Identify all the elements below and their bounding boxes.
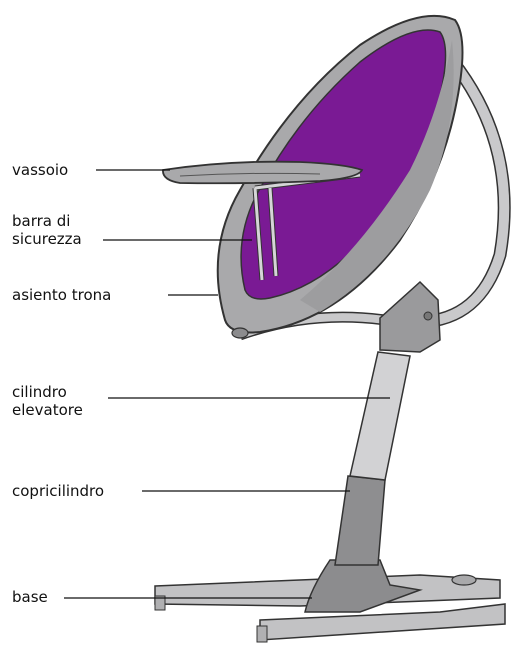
- label-barra-line1: barra di: [12, 212, 70, 230]
- label-vassoio: vassoio: [12, 161, 68, 179]
- label-copricilindro: copricilindro: [12, 482, 104, 500]
- label-base: base: [12, 588, 48, 606]
- label-barra-line2: sicurezza: [12, 230, 82, 248]
- label-cilindro-line1: cilindro: [12, 383, 67, 401]
- label-cilindro-line2: elevatore: [12, 401, 83, 419]
- label-asiento: asiento trona: [12, 286, 111, 304]
